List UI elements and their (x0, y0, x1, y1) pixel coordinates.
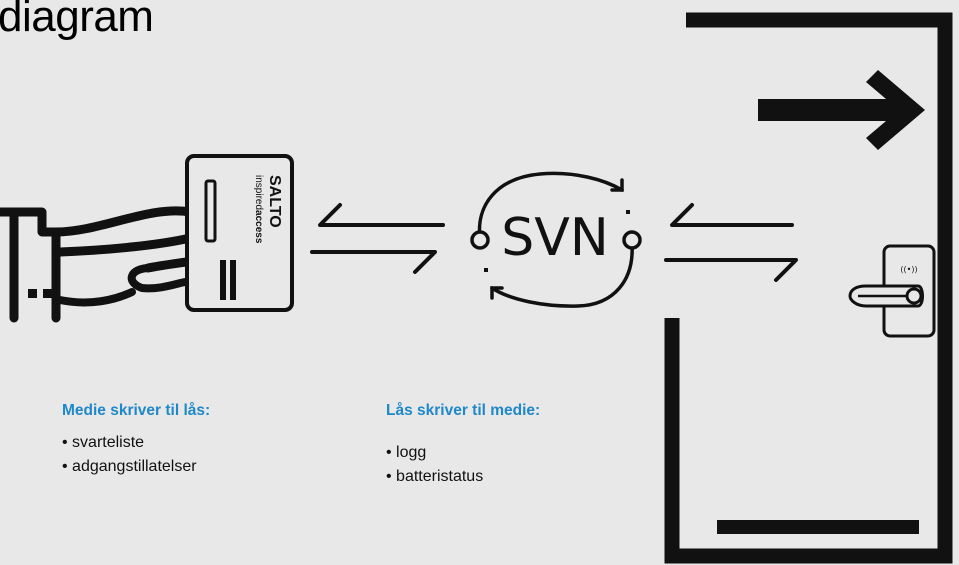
left-block-list: svarteliste adgangstillatelser (62, 431, 197, 479)
card-tagline: inspiredaccess (253, 175, 264, 244)
list-item: logg (386, 441, 483, 465)
signal-icon: ((•)) (900, 265, 917, 274)
sync-cycle-icon (470, 171, 642, 308)
card-brand-text: SALTO (266, 175, 283, 228)
page-title: diagram (0, 0, 154, 41)
right-block-heading: Lås skriver til medie: (386, 402, 541, 419)
card-tagline-prefix: inspired (253, 175, 264, 210)
card-brand-group: SALTO inspiredaccess (253, 175, 283, 244)
right-exchange-arrows-icon (664, 203, 798, 282)
list-item: adgangstillatelser (62, 455, 197, 479)
left-block-heading: Medie skriver til lås: (62, 402, 211, 419)
card-icon (185, 154, 294, 312)
list-item: batteristatus (386, 465, 483, 489)
left-exchange-arrows-icon (310, 203, 445, 274)
door-frame-icon (664, 12, 953, 564)
door-threshold-icon (717, 520, 919, 534)
exit-arrow-icon (758, 70, 925, 150)
hub-label: SVN (501, 208, 608, 268)
card-tagline-suffix: access (253, 210, 264, 244)
lock-icon (848, 244, 936, 338)
right-block-list: logg batteristatus (386, 441, 483, 489)
list-item: svarteliste (62, 431, 197, 455)
hand-icon (0, 206, 221, 323)
